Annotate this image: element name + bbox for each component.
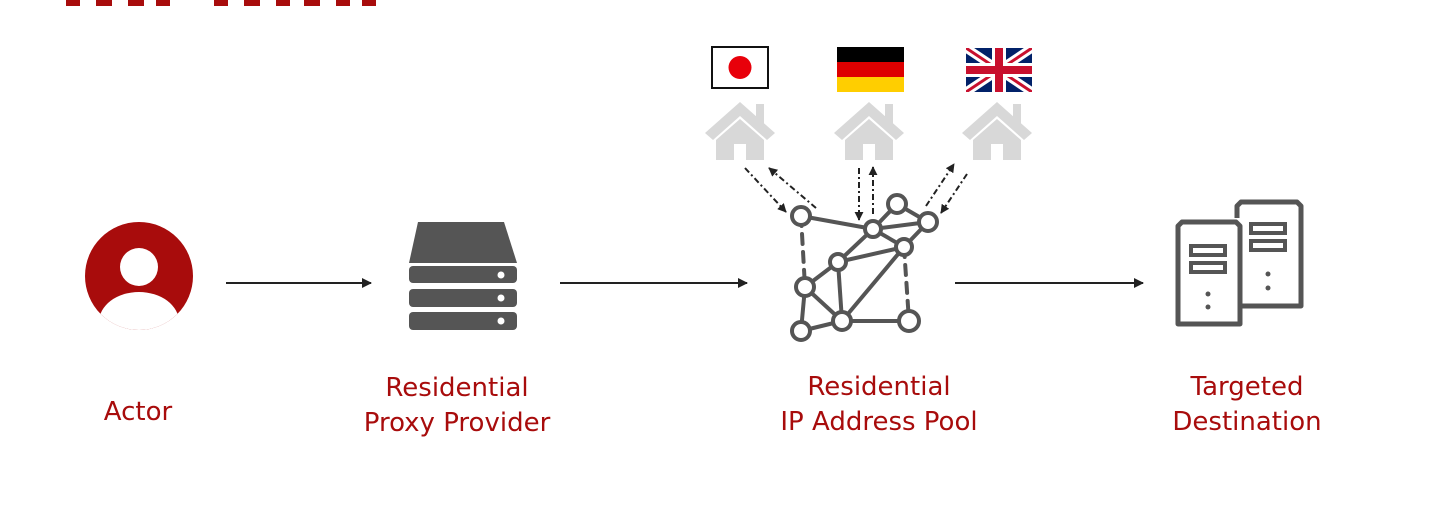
germany-flag-icon xyxy=(837,47,904,92)
proxy-provider-label-line1: Residential xyxy=(385,373,529,403)
ip-pool-label-line2: IP Address Pool xyxy=(780,407,978,437)
home-icon xyxy=(705,102,775,160)
ip-pool-label-line1: Residential xyxy=(807,372,951,402)
home-icon xyxy=(962,102,1032,160)
actor-label-text: Actor xyxy=(103,397,173,427)
target-label: Targeted Destination xyxy=(1172,370,1321,440)
target-label-line2: Destination xyxy=(1172,407,1322,437)
japan-flag-icon xyxy=(711,46,769,89)
actor-label: Actor xyxy=(104,395,172,430)
user-icon xyxy=(85,222,193,330)
ip-pool-label: Residential IP Address Pool xyxy=(780,370,977,440)
target-label-line1: Targeted xyxy=(1190,372,1304,402)
house-pool-links xyxy=(744,163,968,221)
home-icon xyxy=(834,102,904,160)
proxy-provider-label-line2: Proxy Provider xyxy=(363,408,551,438)
server-stack-icon xyxy=(409,222,517,330)
proxy-provider-label: Residential Proxy Provider xyxy=(364,371,551,441)
uk-flag-icon xyxy=(966,48,1032,92)
cropped-title-fragment xyxy=(66,0,376,6)
network-mesh-icon xyxy=(790,193,939,342)
server-towers-icon xyxy=(1175,199,1304,327)
